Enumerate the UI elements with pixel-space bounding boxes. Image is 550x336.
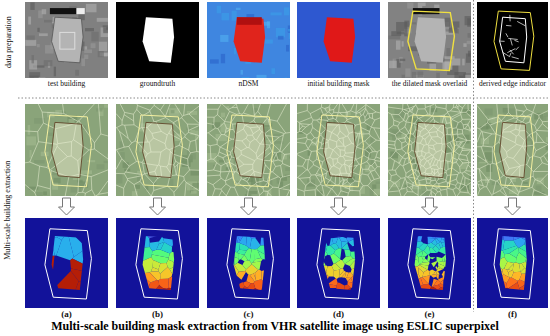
building-mask-result (116, 218, 199, 308)
panel-letter: (d) (319, 310, 359, 319)
groundtruth-mask (116, 2, 199, 78)
initial-mask-image (297, 2, 380, 78)
panel-label: derived edge indicator (477, 80, 549, 88)
panel-letter: (e) (410, 310, 450, 319)
down-arrow (422, 198, 438, 215)
down-arrow (150, 198, 166, 215)
panel-letter: (a) (47, 310, 87, 319)
edge-indicator-image (477, 2, 548, 78)
panel-label: nDSM (203, 80, 295, 88)
panel-letter: (f) (493, 310, 533, 319)
panel-letter: (c) (229, 310, 269, 319)
dilated-mask-overlay (388, 2, 471, 78)
row-separator (18, 98, 550, 99)
figure-caption: Multi-scale building mask extraction fro… (51, 319, 499, 334)
superpixel-segmentation (116, 104, 199, 196)
superpixel-segmentation (297, 104, 380, 196)
down-arrow (331, 198, 347, 215)
down-arrow (505, 198, 521, 215)
superpixel-segmentation (207, 104, 290, 196)
building-mask-result (207, 218, 290, 308)
building-mask-result (25, 218, 108, 308)
building-mask-result (297, 218, 380, 308)
test-building-image (25, 2, 108, 78)
column-separator (473, 0, 474, 312)
panel-label: the dilated mask overlaid (384, 80, 476, 88)
row-label: data preparation (5, 16, 13, 68)
superpixel-segmentation (388, 104, 471, 196)
panel-letter: (b) (138, 310, 178, 319)
superpixel-segmentation (477, 104, 548, 196)
down-arrow (241, 198, 257, 215)
ndsm-image (207, 2, 290, 78)
superpixel-segmentation (25, 104, 108, 196)
panel-label: groundtruth (112, 80, 204, 88)
panel-label: test building (21, 80, 113, 88)
down-arrow (59, 198, 75, 215)
panel-label: initial building mask (293, 80, 385, 88)
building-mask-result (477, 218, 548, 308)
building-mask-result (388, 218, 471, 308)
row-label: Multi-scale building extraction (5, 160, 13, 259)
